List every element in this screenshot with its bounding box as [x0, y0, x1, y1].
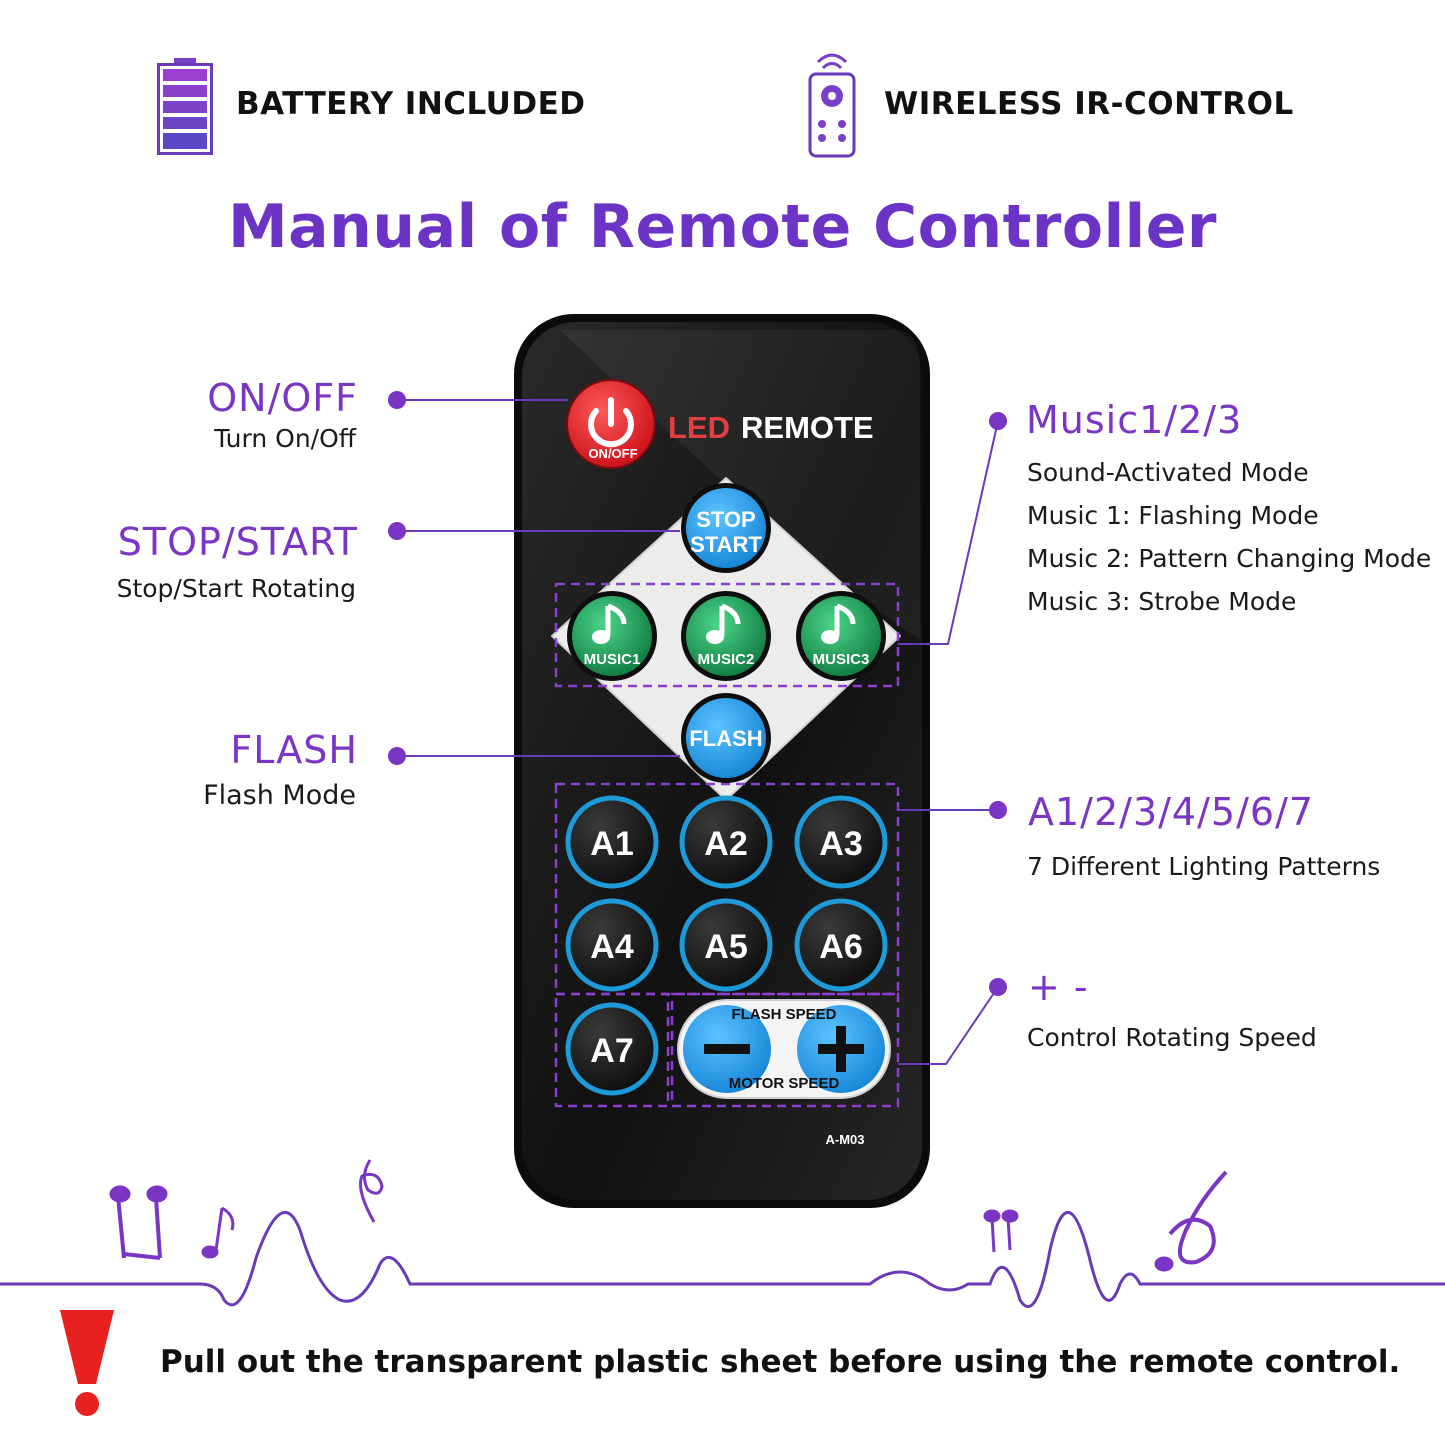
warning-text: Pull out the transparent plastic sheet b… [160, 1344, 1401, 1380]
power-button[interactable] [566, 379, 656, 469]
flash-label: FLASH [689, 726, 762, 751]
brand-suffix: REMOTE [741, 410, 874, 445]
music2-button[interactable] [681, 591, 771, 681]
battery-icon [157, 57, 213, 155]
onoff-callout-desc: Turn On/Off [214, 424, 356, 453]
a7-label: A7 [590, 1032, 633, 1070]
remote-wireless-icon [804, 44, 860, 160]
music2-label: MUSIC2 [698, 651, 755, 668]
music-notes-icon [109, 1159, 1228, 1272]
stop-start-callout-label: STOP/START [117, 520, 358, 564]
music-callout-line: Music 2: Pattern Changing Mode [1027, 544, 1432, 573]
stop-start-callout-desc: Stop/Start Rotating [116, 574, 356, 603]
a2-label: A2 [704, 825, 747, 863]
flash-speed-label: FLASH SPEED [731, 1006, 836, 1023]
brand-prefix: LED [668, 410, 730, 445]
music-callout-line: Music 3: Strobe Mode [1027, 587, 1297, 616]
minus-button[interactable] [683, 1005, 771, 1093]
music-callout-line: Sound-Activated Mode [1027, 458, 1309, 487]
music-callout-label: Music1/2/3 [1026, 398, 1243, 442]
onoff-callout-label: ON/OFF [207, 376, 358, 420]
motor-speed-label: MOTOR SPEED [729, 1075, 840, 1092]
start-label: START [690, 532, 762, 557]
flash-callout-desc: Flash Mode [203, 780, 356, 811]
a3-button[interactable] [794, 795, 888, 889]
battery-included-label: BATTERY INCLUDED [236, 86, 586, 122]
a4-label: A4 [590, 928, 634, 966]
wireless-ir-control-label: WIRELESS IR-CONTROL [884, 86, 1294, 122]
a2-button[interactable] [679, 795, 773, 889]
a4-button[interactable] [565, 898, 659, 992]
a6-label: A6 [819, 928, 862, 966]
a7-button[interactable] [565, 1002, 659, 1096]
a5-button[interactable] [679, 898, 773, 992]
warning-icon [60, 1310, 114, 1416]
stop-start-button[interactable] [681, 483, 771, 573]
model-number: A-M03 [825, 1132, 864, 1147]
music1-button[interactable] [567, 591, 657, 681]
a5-label: A5 [704, 928, 747, 966]
music1-label: MUSIC1 [584, 651, 641, 668]
flash-callout-label: FLASH [230, 728, 358, 772]
speed-callout-label: + - [1028, 965, 1089, 1009]
page-title: Manual of Remote Controller [227, 192, 1218, 262]
flash-button[interactable] [681, 693, 771, 783]
onoff-button-label: ON/OFF [588, 446, 637, 461]
music3-button[interactable] [796, 591, 886, 681]
stop-label: STOP [696, 507, 756, 532]
music-callout-line: Music 1: Flashing Mode [1027, 501, 1319, 530]
a1-label: A1 [590, 825, 633, 863]
patterns-callout-desc: 7 Different Lighting Patterns [1027, 852, 1381, 881]
sound-wave-decoration [0, 1210, 1445, 1308]
speed-callout-desc: Control Rotating Speed [1027, 1023, 1317, 1052]
plus-button[interactable] [797, 1005, 885, 1093]
patterns-callout-label: A1/2/3/4/5/6/7 [1028, 790, 1315, 834]
music3-label: MUSIC3 [813, 651, 870, 668]
a6-button[interactable] [794, 898, 888, 992]
a3-label: A3 [819, 825, 862, 863]
a1-button[interactable] [565, 795, 659, 889]
